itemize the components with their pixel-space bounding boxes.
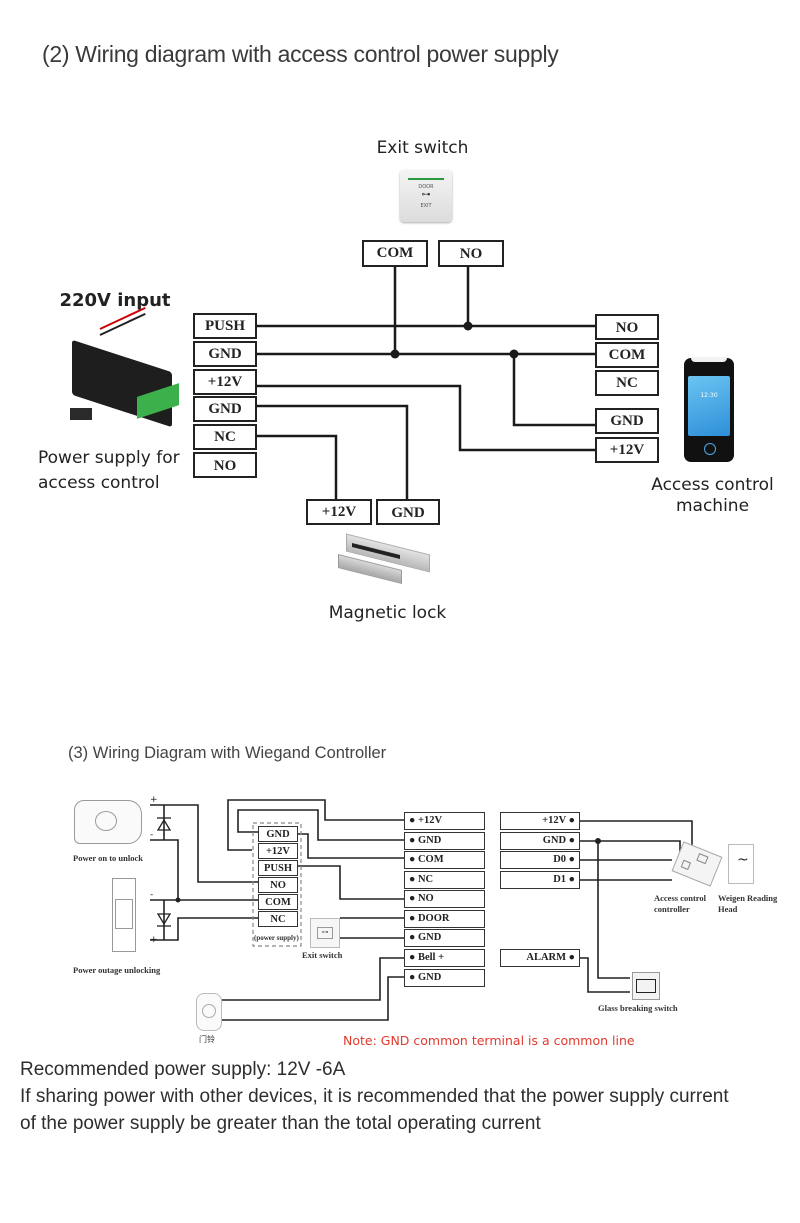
magnetic-lock-caption: Magnetic lock: [328, 603, 447, 623]
ps3-terminal-no: NO: [258, 877, 298, 893]
ps-terminal-gnd: GND: [193, 341, 257, 367]
wave-icon: ~: [737, 852, 749, 868]
exit-switch-label: Exit switch: [376, 138, 469, 158]
access-control-machine-image: 12:30: [684, 357, 734, 462]
ctrl-terminal-door: ● DOOR: [404, 910, 485, 928]
machine-terminal-gnd: GND: [595, 408, 659, 434]
ctrl-terminal-no: ● NO: [404, 890, 485, 908]
exit-switch-com-terminal: COM: [362, 240, 428, 267]
ctrl-terminal-gnd-2: ● GND: [404, 929, 485, 947]
svg-text:+: +: [150, 935, 158, 945]
ps3-terminal-com: COM: [258, 894, 298, 910]
glass-breaking-switch-image: [632, 972, 660, 1000]
strike-lock-image: [112, 878, 136, 952]
exit-switch-small-image: ⊶: [310, 918, 340, 948]
ctrl-right-terminal-gnd: GND ●: [500, 832, 580, 850]
svg-text:-: -: [150, 890, 153, 900]
exit-switch-small-caption: Exit switch: [302, 950, 343, 960]
wiegand-head-caption: Weigen Reading Head: [718, 893, 778, 914]
ps-terminal-push: PUSH: [193, 313, 257, 339]
wiring-lines-section3: + - - +: [150, 795, 693, 1021]
gnd-note: Note: GND common terminal is a common li…: [343, 1033, 635, 1048]
key-icon: ⊶: [317, 927, 333, 939]
glass-switch-caption: Glass breaking switch: [598, 1003, 678, 1013]
diode-icon: [156, 817, 172, 927]
exit-switch-image: DOOR ⊶ EXIT: [400, 170, 452, 222]
electric-lock-image: [74, 800, 142, 844]
ctrl-right-terminal-d0: D0 ●: [500, 851, 580, 869]
key-icon: ⊶: [421, 190, 431, 200]
power-supply-image: [62, 306, 182, 438]
section2-title: (2) Wiring diagram with access control p…: [42, 41, 559, 67]
ps-terminal-gnd-2: GND: [193, 396, 257, 422]
access-machine-caption: Access control machine: [651, 475, 774, 516]
wiring-lines-section2: [256, 266, 596, 500]
ps-terminal-12v: +12V: [193, 369, 257, 395]
power-supply-caption: Power supply for access control: [38, 448, 180, 493]
svg-text:+: +: [150, 795, 158, 805]
ctrl-right-terminal-12v: +12V ●: [500, 812, 580, 830]
machine-terminal-nc: NC: [595, 370, 659, 396]
ps3-terminal-push: PUSH: [258, 860, 298, 876]
wiegand-reader-image: ~: [728, 844, 754, 884]
ctrl-terminal-nc: ● NC: [404, 871, 485, 889]
lock-terminal-12v: +12V: [306, 499, 372, 525]
ctrl-terminal-bell: ● Bell +: [404, 949, 485, 967]
power-input-label: 220V input: [59, 290, 171, 311]
ctrl-right-terminal-d1: D1 ●: [500, 871, 580, 889]
doorbell-image: [196, 993, 222, 1031]
machine-screen-time: 12:30: [700, 392, 718, 399]
footer-line-2: If sharing power with other devices, it …: [20, 1086, 729, 1107]
exit-switch-exit-text: EXIT: [420, 203, 432, 209]
ps-terminal-nc: NC: [193, 424, 257, 450]
doorbell-caption: 门铃: [199, 1035, 215, 1044]
ps3-terminal-12v: +12V: [258, 843, 298, 859]
section3-title: (3) Wiring Diagram with Wiegand Controll…: [68, 744, 387, 762]
ctrl-terminal-gnd-3: ● GND: [404, 969, 485, 987]
ctrl-terminal-12v: ● +12V: [404, 812, 485, 830]
ctrl-terminal-com: ● COM: [404, 851, 485, 869]
lock-terminal-gnd: GND: [376, 499, 440, 525]
ctrl-right-terminal-alarm: ALARM ●: [500, 949, 580, 967]
exit-switch-no-terminal: NO: [438, 240, 504, 267]
footer-line-3: of the power supply be greater than the …: [20, 1113, 541, 1134]
ps3-terminal-nc: NC: [258, 911, 298, 927]
lock-power-outage-caption: Power outage unlocking: [73, 965, 161, 975]
machine-terminal-12v: +12V: [595, 437, 659, 463]
lock-power-on-caption: Power on to unlock: [73, 853, 143, 863]
svg-text:-: -: [150, 830, 153, 840]
ps3-label: (power supply): [254, 934, 299, 942]
ps3-terminal-gnd: GND: [258, 826, 298, 842]
exit-switch-door-text: DOOR: [418, 184, 434, 190]
machine-terminal-com: COM: [595, 342, 659, 368]
access-controller-caption: Access control controller: [654, 893, 707, 914]
ctrl-terminal-gnd: ● GND: [404, 832, 485, 850]
machine-terminal-no: NO: [595, 314, 659, 340]
ps-terminal-no: NO: [193, 452, 257, 478]
footer-line-1: Recommended power supply: 12V -6A: [20, 1059, 346, 1080]
